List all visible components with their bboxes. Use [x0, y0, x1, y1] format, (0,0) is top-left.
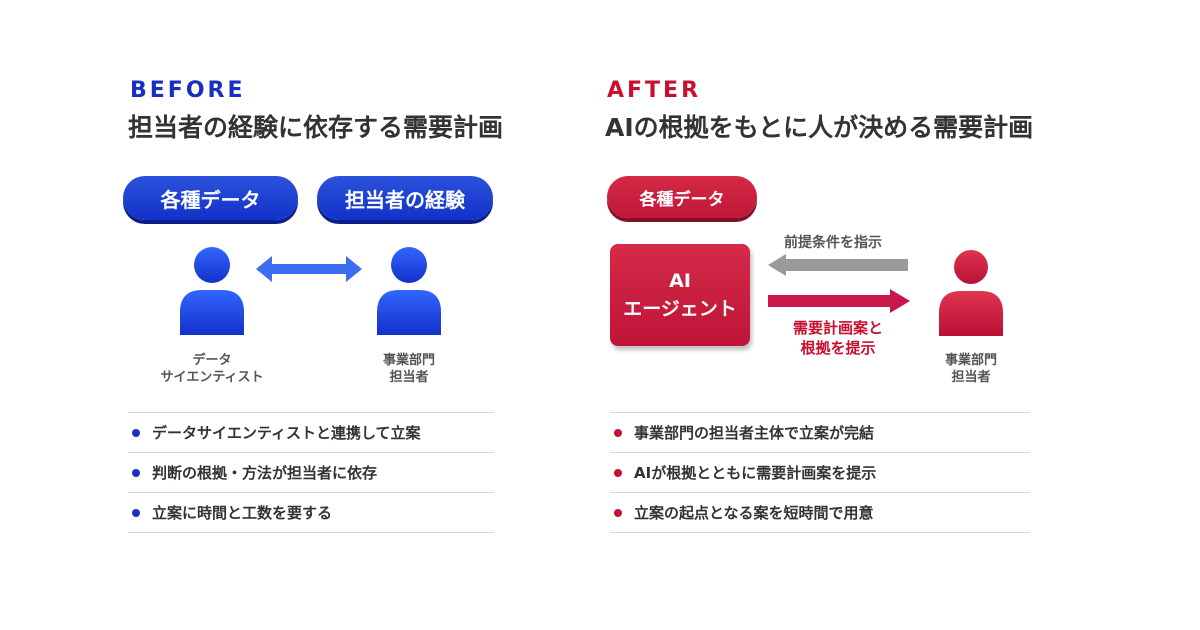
bullet-dot-icon — [132, 428, 140, 437]
after-bullet-list: 事業部門の担当者主体で立案が完結 AIが根拠とともに需要計画案を提示 立案の起点… — [610, 412, 1030, 533]
ai-agent-label: AI — [669, 270, 691, 292]
arrow-left-icon — [768, 254, 908, 276]
data-scientist-caption: データ サイエンティスト — [150, 352, 274, 386]
bullet-dot-icon — [614, 508, 622, 517]
list-item-text: 事業部門の担当者主体で立案が完結 — [634, 424, 875, 442]
list-item: 判断の根拠・方法が担当者に依存 — [128, 452, 494, 492]
list-item: 立案の起点となる案を短時間で用意 — [610, 492, 1030, 533]
caption-line: 担当者 — [951, 370, 991, 385]
data-sources-label: 各種データ — [639, 189, 725, 210]
person-icon — [939, 250, 1003, 336]
bullet-dot-icon — [614, 468, 622, 477]
business-staff-caption: 事業部門 担当者 — [912, 352, 1030, 386]
present-plan-line: 根拠を提示 — [800, 339, 876, 357]
person-icon — [180, 247, 244, 335]
after-heading: AIの根拠をもとに人が決める需要計画 — [605, 113, 1034, 142]
person-icon — [377, 247, 441, 335]
data-sources-label: 各種データ — [160, 187, 261, 212]
bullet-dot-icon — [132, 508, 140, 517]
ai-agent-box: AI エージェント — [610, 244, 750, 346]
caption-line: 事業部門 — [382, 353, 435, 368]
before-tag: BEFORE — [130, 78, 246, 103]
data-sources-pill: 各種データ — [123, 176, 298, 220]
caption-line: 事業部門 — [944, 353, 997, 368]
staff-experience-pill: 担当者の経験 — [317, 176, 493, 220]
staff-experience-label: 担当者の経験 — [345, 187, 465, 212]
business-staff-caption: 事業部門 担当者 — [350, 352, 468, 386]
present-plan-line: 需要計画案と — [792, 319, 883, 337]
list-item-text: データサイエンティストと連携して立案 — [152, 424, 421, 442]
list-item: AIが根拠とともに需要計画案を提示 — [610, 452, 1030, 492]
double-arrow-icon — [256, 256, 362, 282]
ai-agent-label: エージェント — [623, 298, 737, 320]
list-item-text: 判断の根拠・方法が担当者に依存 — [152, 464, 378, 482]
before-heading: 担当者の経験に依存する需要計画 — [128, 113, 504, 142]
before-bullet-list: データサイエンティストと連携して立案 判断の根拠・方法が担当者に依存 立案に時間… — [128, 412, 494, 533]
arrow-right-icon — [768, 289, 910, 313]
caption-line: 担当者 — [389, 370, 429, 385]
list-item-text: 立案に時間と工数を要する — [152, 504, 333, 522]
after-tag: AFTER — [607, 78, 702, 103]
caption-line: データ — [192, 353, 232, 368]
list-item-text: AIが根拠とともに需要計画案を提示 — [634, 464, 877, 482]
bullet-dot-icon — [614, 428, 622, 437]
present-plan-label: 需要計画案と 根拠を提示 — [780, 318, 896, 358]
list-item-text: 立案の起点となる案を短時間で用意 — [634, 504, 874, 522]
caption-line: サイエンティスト — [160, 370, 264, 385]
bullet-dot-icon — [132, 468, 140, 477]
list-item: 事業部門の担当者主体で立案が完結 — [610, 412, 1030, 452]
instruct-conditions-label: 前提条件を指示 — [784, 235, 882, 251]
data-sources-pill: 各種データ — [607, 176, 757, 218]
list-item: 立案に時間と工数を要する — [128, 492, 494, 533]
list-item: データサイエンティストと連携して立案 — [128, 412, 494, 452]
